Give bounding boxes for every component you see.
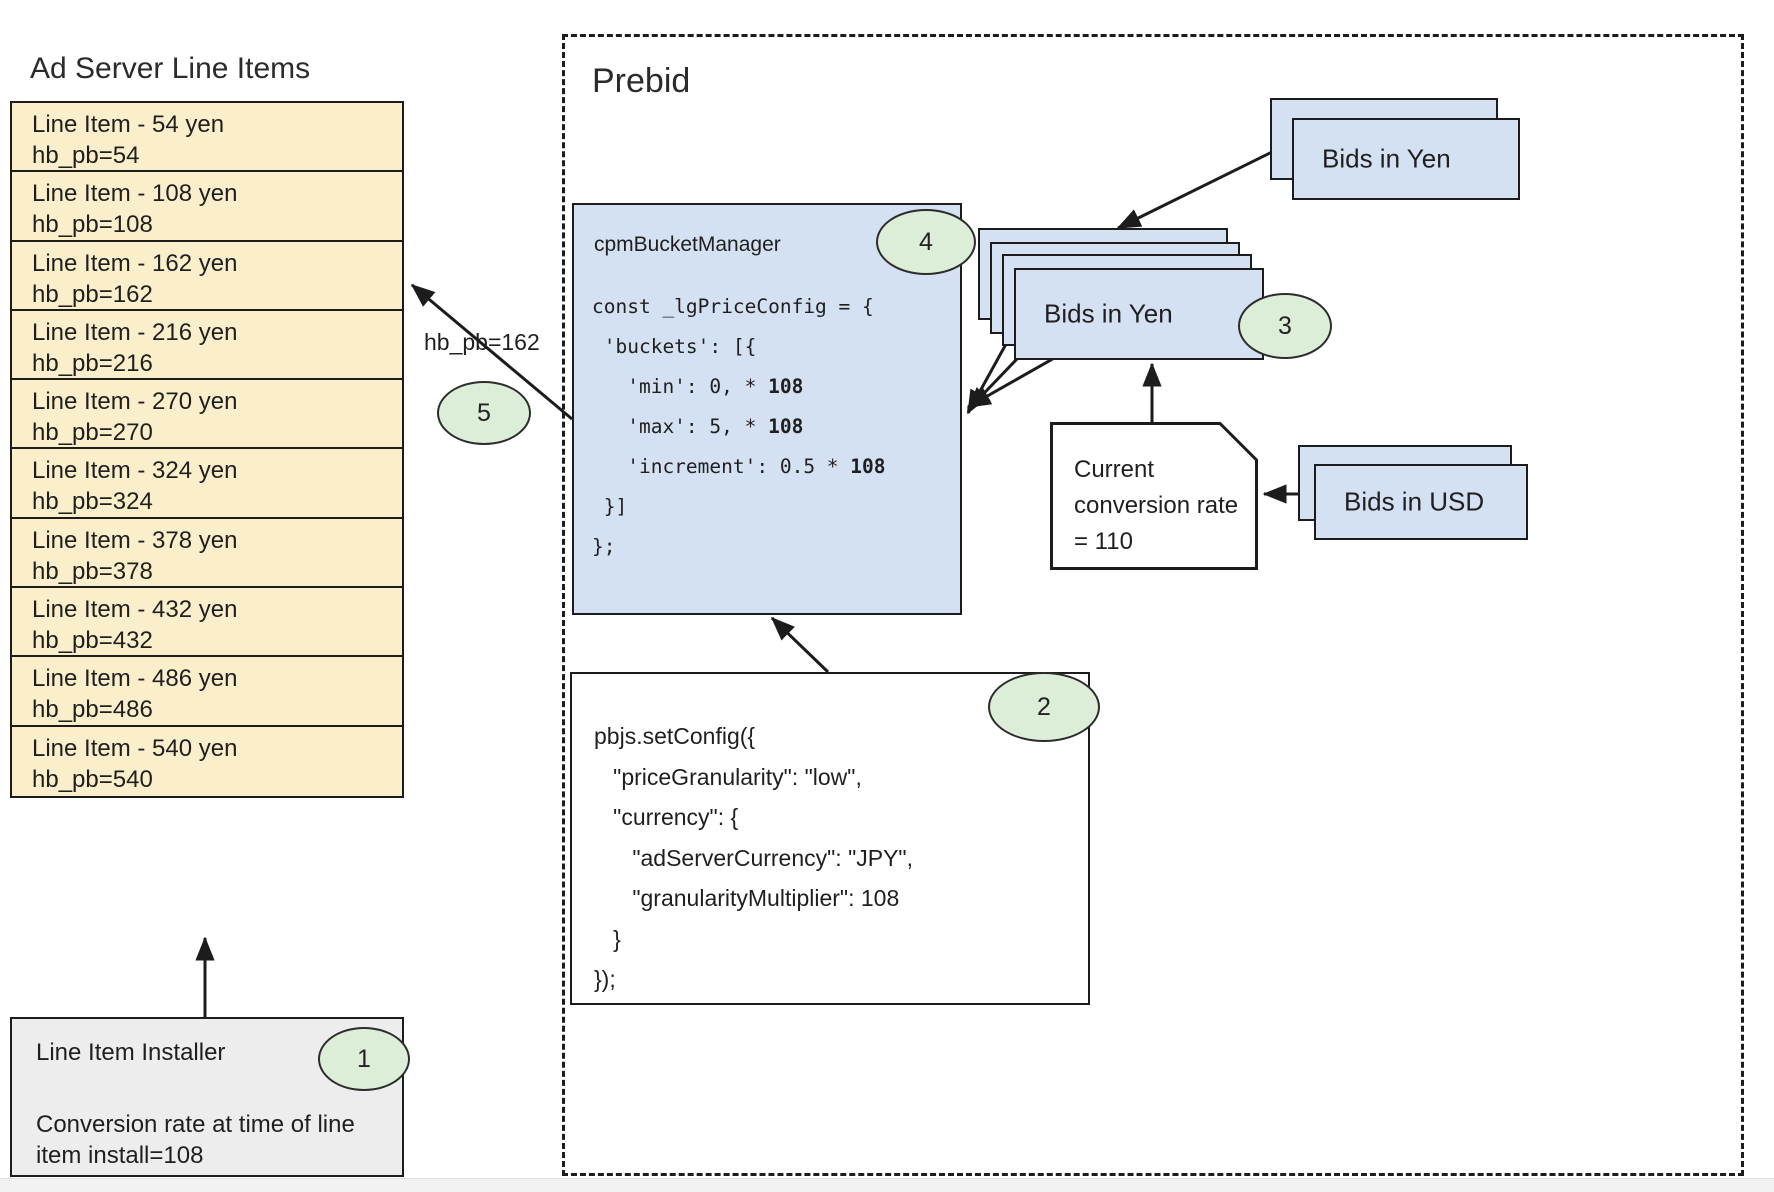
bids-in-yen-converted-stack[interactable]: Bids in Yen: [978, 228, 1264, 360]
bids-in-usd-card-front[interactable]: Bids in USD: [1314, 464, 1528, 540]
table-row[interactable]: Line Item - 216 yen hb_pb=216: [12, 311, 402, 381]
line-item-name: Line Item - 432 yen: [32, 596, 238, 624]
table-row[interactable]: Line Item - 378 yen hb_pb=378: [12, 519, 402, 589]
table-row[interactable]: Line Item - 162 yen hb_pb=162: [12, 242, 402, 311]
line-item-name: Line Item - 378 yen: [32, 526, 238, 554]
line-item-key: hb_pb=54: [32, 142, 140, 169]
ad-server-title: Ad Server Line Items: [30, 52, 311, 85]
bids-in-yen-card-front[interactable]: Bids in Yen: [1292, 118, 1520, 200]
prebid-title: Prebid: [592, 62, 691, 100]
bottom-strip: [0, 1178, 1774, 1192]
cpm-bucket-manager-code: const _lgPriceConfig = { 'buckets': [{ '…: [592, 295, 886, 558]
bids-in-yen-incoming-stack[interactable]: Bids in Yen: [1270, 98, 1520, 200]
table-row[interactable]: Line Item - 108 yen hb_pb=108: [12, 172, 402, 242]
line-item-name: Line Item - 540 yen: [32, 734, 238, 762]
pbjs-setconfig-code: pbjs.setConfig({ "priceGranularity": "lo…: [594, 723, 913, 992]
table-row[interactable]: Line Item - 486 yen hb_pb=486: [12, 657, 402, 727]
bids-in-yen-label: Bids in Yen: [1322, 143, 1451, 174]
line-item-name: Line Item - 270 yen: [32, 388, 238, 416]
cpm-bucket-manager-box[interactable]: cpmBucketManager const _lgPriceConfig = …: [572, 203, 962, 615]
pbjs-setconfig-box[interactable]: pbjs.setConfig({ "priceGranularity": "lo…: [570, 672, 1090, 1005]
conversion-rate-note[interactable]: Current conversion rate = 110: [1050, 422, 1258, 570]
installer-note: Conversion rate at time of line item ins…: [36, 1111, 355, 1169]
line-item-key: hb_pb=270: [32, 419, 153, 447]
bids-in-usd-stack[interactable]: Bids in USD: [1298, 445, 1528, 540]
bids-in-usd-label: Bids in USD: [1344, 486, 1485, 517]
line-item-key: hb_pb=162: [32, 280, 153, 308]
line-item-key: hb_pb=540: [32, 765, 153, 793]
bids-in-yen-card-front[interactable]: Bids in Yen: [1014, 268, 1264, 360]
bids-in-yen-label: Bids in Yen: [1044, 298, 1173, 329]
step-badge-1: 1: [318, 1027, 410, 1091]
line-item-key: hb_pb=324: [32, 488, 153, 516]
table-row[interactable]: Line Item - 324 yen hb_pb=324: [12, 449, 402, 519]
step-badge-3: 3: [1238, 293, 1332, 359]
line-item-name: Line Item - 108 yen: [32, 180, 238, 208]
table-row[interactable]: Line Item - 270 yen hb_pb=270: [12, 380, 402, 450]
step-badge-5: 5: [437, 381, 531, 445]
line-items-table: Line Item - 54 yen hb_pb=54 Line Item - …: [10, 101, 404, 798]
cpm-bucket-manager-title: cpmBucketManager: [594, 233, 781, 256]
prebid-container: [562, 34, 1744, 1176]
step-badge-2: 2: [988, 672, 1100, 742]
line-item-name: Line Item - 486 yen: [32, 665, 238, 693]
line-item-key: hb_pb=378: [32, 557, 153, 585]
line-item-name: Line Item - 54 yen: [32, 111, 225, 138]
table-row[interactable]: Line Item - 432 yen hb_pb=432: [12, 588, 402, 658]
line-item-name: Line Item - 216 yen: [32, 318, 238, 346]
conversion-rate-note-text: Current conversion rate = 110: [1074, 456, 1239, 555]
line-item-name: Line Item - 162 yen: [32, 249, 238, 277]
line-item-key: hb_pb=108: [32, 211, 153, 239]
installer-title: Line Item Installer: [36, 1039, 226, 1066]
table-row[interactable]: Line Item - 540 yen hb_pb=540: [12, 727, 402, 796]
hb-pb-edge-label: hb_pb=162: [424, 329, 540, 355]
line-item-name: Line Item - 324 yen: [32, 457, 238, 485]
table-row[interactable]: Line Item - 54 yen hb_pb=54: [12, 103, 402, 173]
line-item-key: hb_pb=216: [32, 349, 153, 377]
step-badge-4: 4: [876, 209, 976, 275]
line-item-key: hb_pb=486: [32, 696, 153, 724]
note-shape-icon: [1050, 422, 1258, 570]
line-item-key: hb_pb=432: [32, 627, 153, 655]
